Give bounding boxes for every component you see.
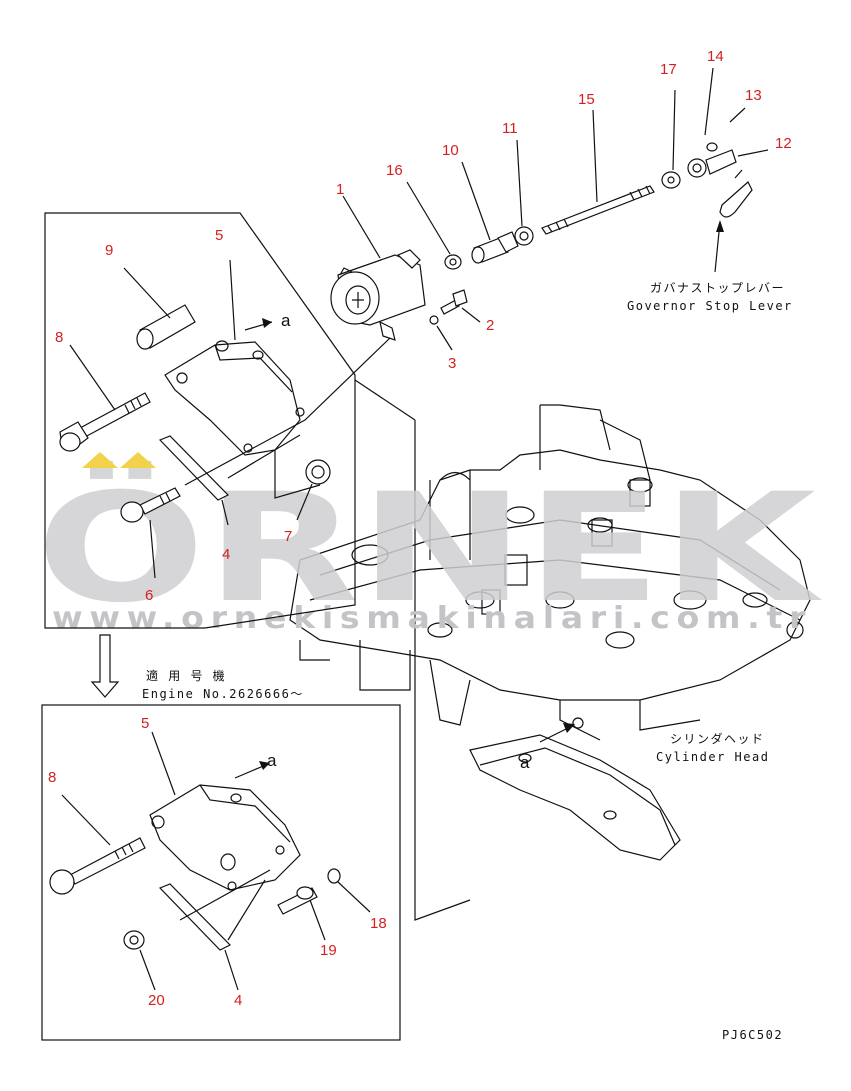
callouts: 1 2 3 10 11 12 13 14 15 16 17 9 5 8 4 6 … [48,48,792,1009]
solenoid-1 [330,249,426,341]
leader-lines-top [342,67,769,351]
engine-number: Engine No.2626666〜 [142,687,304,701]
watermark-brand: ÖRNEK [36,460,822,636]
head-arrow [539,717,584,743]
watermark-url: www.ornekismakinalari.com.tr [52,601,812,636]
callout-12: 12 [775,135,792,152]
lever-12 [687,142,753,218]
cylinder-label-jp: シリンダヘッド [670,731,765,746]
callout-7: 7 [284,528,292,545]
watermark: ÖRNEK www.ornekismakinalari.com.tr [36,452,822,636]
callout-11: 11 [502,120,518,137]
watermark-accent-icon [82,452,156,468]
callout-13: 13 [745,87,762,104]
callout-4-top: 4 [222,546,230,563]
callout-20: 20 [148,992,165,1009]
callout-5-bot: 5 [141,715,149,732]
labels: ガバナストップレバー Governor Stop Lever シリンダヘッド C… [142,281,793,1042]
washer-16 [444,254,462,270]
washer-3 [429,315,439,325]
callout-6: 6 [145,587,153,604]
callout-2: 2 [486,317,494,334]
nut-11 [514,226,534,246]
callout-17: 17 [660,61,677,78]
callout-8-top: 8 [55,329,63,346]
down-arrow [90,634,120,698]
drawing-code: PJ6C502 [722,1028,783,1042]
callout-10: 10 [442,142,459,159]
callout-1: 1 [336,181,344,198]
callout-14: 14 [707,48,724,65]
callout-19: 19 [320,942,337,959]
arrow-a-top: a [281,311,291,330]
callout-4-bot: 4 [234,992,242,1009]
arrow-a-bottom: a [267,751,277,770]
callout-5-top: 5 [215,227,223,244]
callout-15: 15 [578,91,595,108]
cylinder-label-en: Cylinder Head [656,750,769,764]
nut-17 [661,171,681,189]
fitting-10 [471,231,519,264]
rod-15 [541,185,655,235]
engine-label-jp: 適 用 号 機 [146,668,226,683]
lower-inset [41,704,401,1041]
callout-18: 18 [370,915,387,932]
upper-inset [44,212,391,629]
arrow-a-head: a [520,753,530,772]
callout-9: 9 [105,242,113,259]
callout-8-bot: 8 [48,769,56,786]
bolt-2 [440,289,468,315]
governor-label-jp: ガバナストップレバー [650,281,785,295]
callout-3: 3 [448,355,456,372]
cylinder-head [289,379,811,921]
callout-16: 16 [386,162,403,179]
governor-label-en: Governor Stop Lever [627,299,793,313]
